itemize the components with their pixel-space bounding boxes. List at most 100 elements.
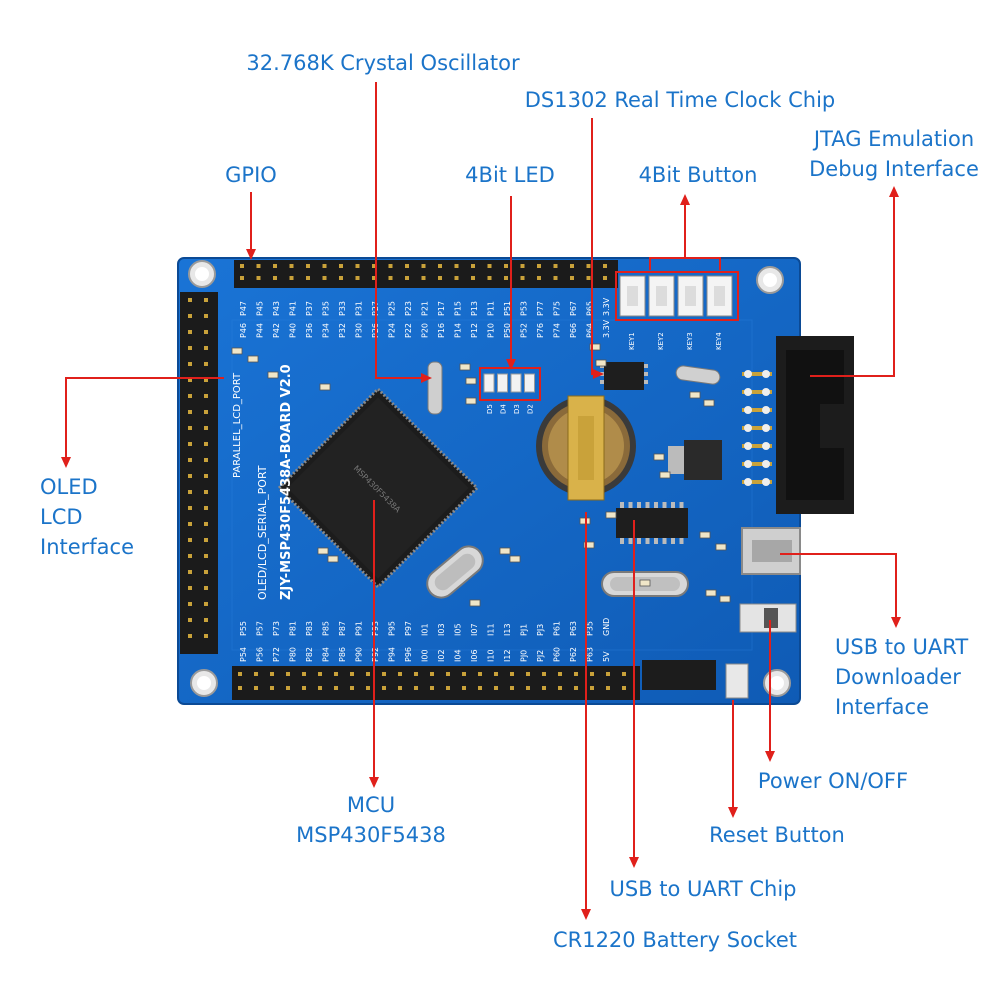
label-button: 4Bit Button [638, 163, 758, 187]
top-pin-label: P20 [421, 323, 430, 338]
bottom-pin-label: P62 [569, 647, 578, 662]
label-usb-interface: USB to UART Downloader Interface [835, 635, 969, 719]
board-port-label: OLED/LCD_SERIAL_PORT [256, 465, 269, 600]
smd-part [509, 555, 521, 563]
bottom-pin-label: 5V [602, 651, 611, 662]
label-usb-chip: USB to UART Chip [609, 877, 797, 901]
smd-part [459, 363, 471, 371]
top-pin-label: P32 [338, 323, 347, 338]
smd-part [653, 453, 665, 461]
bottom-pin-label: I01 [421, 623, 430, 636]
top-pin-label: P15 [454, 301, 463, 316]
usb-uart-chip [616, 502, 688, 544]
smd-part [267, 371, 279, 379]
label-oled-lcd: OLED LCD Interface [40, 475, 135, 559]
voltage-regulator [668, 440, 722, 480]
top-pin-label: P75 [553, 301, 562, 316]
bottom-pin-label: P87 [338, 621, 347, 636]
gpio-top-header [234, 260, 618, 288]
bottom-pin-label: P83 [305, 621, 314, 636]
smd-part [583, 541, 595, 549]
smd-part [689, 391, 701, 399]
smd-part [639, 579, 651, 587]
top-pin-label: P17 [437, 301, 446, 316]
bottom-pin-label: GND [602, 618, 611, 636]
top-pin-label: P41 [289, 301, 298, 316]
top-pin-label: P43 [272, 301, 281, 316]
top-pin-label: P11 [487, 301, 496, 316]
battery-socket [536, 395, 636, 501]
bottom-pin-label: P63 [586, 647, 595, 662]
top-pin-label: P53 [520, 301, 529, 316]
bottom-pin-label: P57 [256, 621, 265, 636]
bottom-pin-label: P35 [586, 621, 595, 636]
bottom-pin-label: P86 [338, 647, 347, 662]
top-pin-label: P34 [322, 323, 331, 338]
top-pin-label: P24 [388, 323, 397, 338]
led-component [524, 373, 535, 393]
label-battery: CR1220 Battery Socket [552, 928, 798, 952]
bottom-pin-label: P96 [404, 647, 413, 662]
button-label: KEY1 [628, 332, 636, 350]
top-pin-label: P16 [437, 323, 446, 338]
bottom-pin-label: PJ0 [520, 650, 529, 662]
mounting-holes [188, 260, 791, 697]
smd-part [659, 471, 671, 479]
bottom-pin-label: P91 [355, 621, 364, 636]
top-pin-label: P12 [470, 323, 479, 338]
smd-part [703, 399, 715, 407]
bottom-pin-label: P80 [289, 647, 298, 662]
button-component [648, 275, 675, 317]
top-pin-label: P47 [239, 301, 248, 316]
top-pin-label: P22 [404, 323, 413, 338]
bottom-pin-label: I06 [470, 649, 479, 662]
top-pin-label: P52 [520, 323, 529, 338]
bottom-pin-label: P90 [355, 647, 364, 662]
bottom-pin-label: I04 [454, 649, 463, 662]
oled-lcd-left-header [180, 292, 218, 654]
top-pin-label: 3.3V [602, 297, 611, 316]
label-rtc-chip: DS1302 Real Time Clock Chip [524, 88, 836, 112]
top-pin-label: P31 [355, 301, 364, 316]
top-pin-label: P33 [338, 301, 347, 316]
led-label: D5 [486, 404, 494, 414]
top-pin-label: P77 [536, 301, 545, 316]
smd-components [231, 343, 731, 607]
label-reset: Reset Button [709, 823, 845, 847]
bottom-pin-label: I00 [421, 649, 430, 662]
label-jtag: JTAG Emulation Debug Interface [809, 127, 979, 181]
button-label: KEY4 [715, 332, 723, 350]
top-pin-label: P35 [322, 301, 331, 316]
bottom-pin-label: P94 [388, 647, 397, 662]
bottom-pin-label: P97 [404, 621, 413, 636]
bottom-pin-label: P54 [239, 647, 248, 662]
bottom-pin-label: P56 [256, 647, 265, 662]
smd-part [247, 355, 259, 363]
power-switch [739, 603, 797, 633]
led-component [483, 373, 495, 393]
top-pin-label: P36 [305, 323, 314, 338]
bottom-pin-label: P85 [322, 621, 331, 636]
bottom-pin-label: I12 [503, 649, 512, 662]
bottom-pin-label: P60 [553, 647, 562, 662]
top-pin-label: P50 [503, 323, 512, 338]
label-crystal-oscillator: 32.768K Crystal Oscillator [246, 51, 520, 75]
label-mcu: MCU MSP430F5438 [296, 793, 446, 847]
bottom-pin-label: I05 [454, 623, 463, 636]
top-pin-label: P67 [569, 301, 578, 316]
smd-part [715, 543, 727, 551]
bottom-pin-label: P73 [272, 621, 281, 636]
top-pin-label: P37 [305, 301, 314, 316]
top-pin-label: P25 [388, 301, 397, 316]
smd-part [595, 359, 607, 367]
top-pin-label: P14 [454, 323, 463, 338]
top-pin-label: P13 [470, 301, 479, 316]
smd-part [231, 347, 243, 355]
crystal-main [426, 545, 484, 599]
button-label: KEY3 [686, 332, 694, 350]
top-pin-label: 3.3V [602, 319, 611, 338]
label-power: Power ON/OFF [757, 769, 909, 793]
bottom-pin-labels: P54P55P56P57P72P73P80P81P82P83P84P85P86P… [239, 618, 611, 662]
